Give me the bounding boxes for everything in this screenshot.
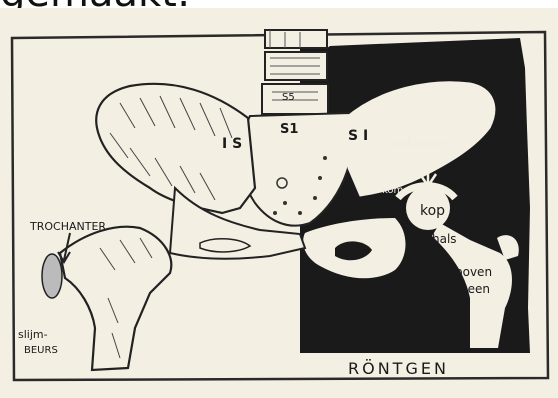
label-rontgen: RÖNTGEN: [348, 359, 449, 378]
label-bovenbeen-2: been: [460, 282, 490, 296]
label-is-left: I S: [222, 136, 242, 152]
bursa: [42, 254, 62, 298]
label-kom: kom: [382, 185, 403, 196]
label-si-right: S I: [348, 128, 368, 144]
label-trochanter: TROCHANTER: [29, 220, 106, 233]
label-s1: S1: [280, 122, 298, 137]
label-kop: kop: [420, 203, 445, 219]
label-hals: hals: [432, 232, 457, 246]
label-slijmbeurs-1: slijm-: [18, 328, 48, 341]
label-kraakbeen: kraakbeen: [378, 137, 447, 152]
label-s5: S5: [282, 92, 295, 103]
label-bovenbeen-1: boven: [455, 265, 492, 279]
spine-vertebrae: [262, 30, 328, 114]
hip-drawing: TROCHANTER slijm- BEURS I S S1 S5 S I kr…: [0, 8, 558, 398]
label-slijmbeurs-2: BEURS: [24, 345, 58, 356]
